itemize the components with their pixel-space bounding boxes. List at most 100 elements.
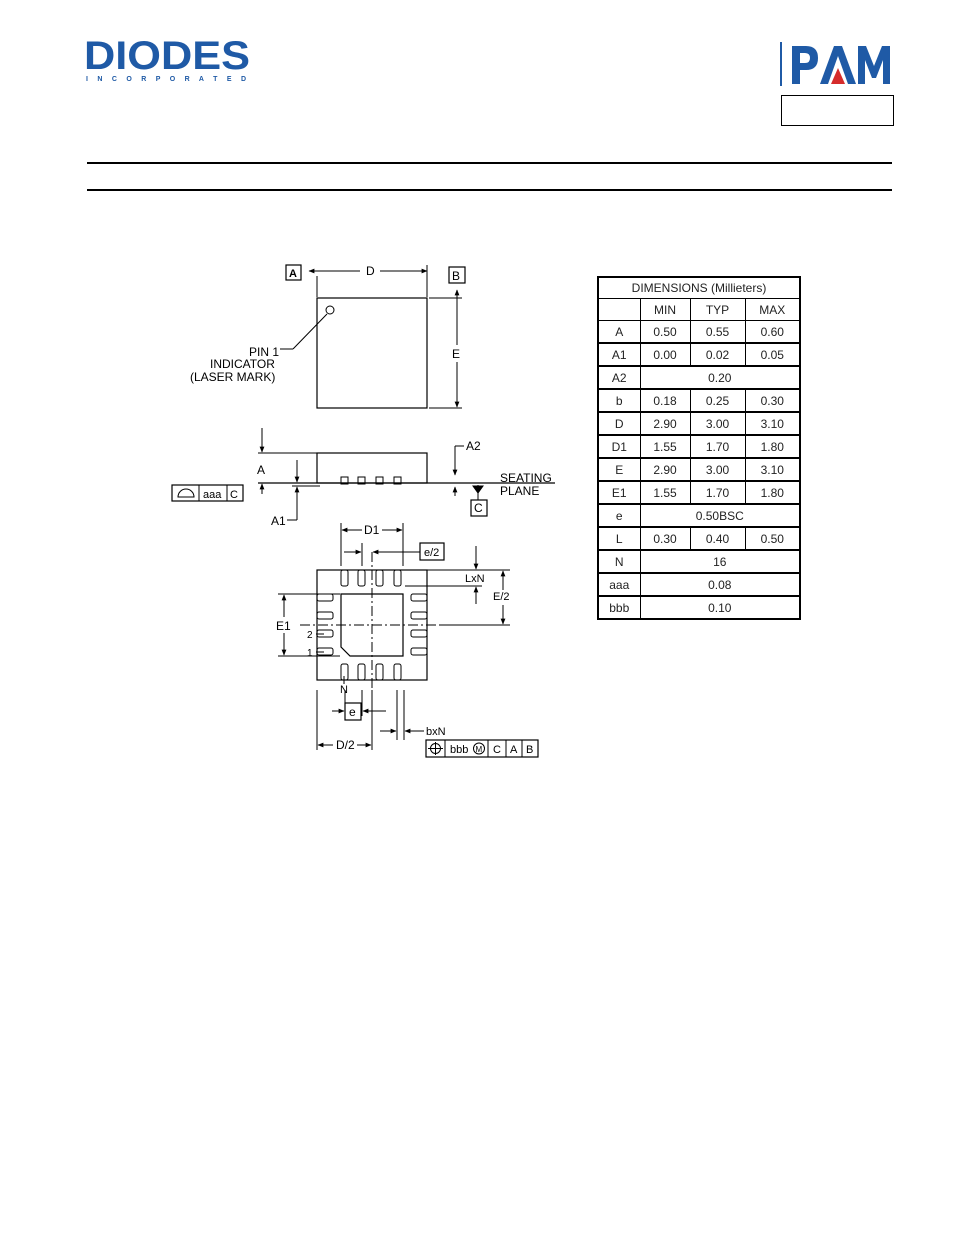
table-cell-value: 0.50BSC xyxy=(639,503,801,528)
dim-e-label: E xyxy=(452,347,460,361)
fcf-bbb-frame xyxy=(425,739,539,758)
table-cell-typ: 3.00 xyxy=(689,457,746,482)
datum-c-box xyxy=(470,499,488,517)
table-cell-min: 0.18 xyxy=(639,388,691,413)
e-pitch-box xyxy=(344,702,362,721)
table-cell-symbol: b xyxy=(597,388,641,413)
datum-b-label: B xyxy=(452,269,460,283)
datum-a-box xyxy=(285,264,302,281)
pin1-indicator-circle xyxy=(325,305,335,315)
table-cell-symbol: L xyxy=(597,526,641,551)
dim-a-label: A xyxy=(257,463,265,477)
dim-e-half-label: e/2 xyxy=(424,547,439,559)
table-cell-typ: 0.02 xyxy=(689,342,746,367)
table-cell-min: 0.30 xyxy=(639,526,691,551)
table-cell-min: 0.50 xyxy=(639,320,691,344)
table-cell-symbol: D1 xyxy=(597,434,641,459)
header-rule-top xyxy=(87,162,892,164)
table-header-symbol xyxy=(597,298,641,321)
pin-2-label: 2 xyxy=(307,630,313,641)
seating-plane-line1: SEATING xyxy=(500,471,552,485)
pin1-text-line2: INDICATOR xyxy=(210,357,275,371)
table-cell-max: 3.10 xyxy=(744,411,801,436)
table-cell-typ: 0.40 xyxy=(689,526,746,551)
table-cell-symbol: e xyxy=(597,503,641,528)
pin1-text-line3: (LASER MARK) xyxy=(190,370,275,384)
table-cell-max: 0.30 xyxy=(744,388,801,413)
table-cell-max: 1.80 xyxy=(744,434,801,459)
dim-bxn-label: bxN xyxy=(426,726,446,738)
dim-a1-label: A1 xyxy=(271,514,286,528)
diodes-logo: DIODES I N C O R P O R A T E D xyxy=(84,36,250,83)
exposed-pad xyxy=(340,593,404,657)
table-cell-symbol: D xyxy=(597,411,641,436)
dim-e1-label: E1 xyxy=(276,619,291,633)
diodes-logo-text: DIODES xyxy=(84,36,250,78)
table-cell-max: 3.10 xyxy=(744,457,801,482)
table-cell-max: 0.50 xyxy=(744,526,801,551)
table-cell-typ: 0.55 xyxy=(689,320,746,344)
fcf-aaa-frame xyxy=(171,484,244,502)
header-rule-bottom xyxy=(87,189,892,191)
e-half-box xyxy=(419,542,445,561)
table-cell-value: 0.08 xyxy=(639,572,801,597)
package-side-view xyxy=(316,452,428,484)
fcf-c-label: C xyxy=(493,744,501,756)
table-cell-symbol: E1 xyxy=(597,480,641,505)
table-cell-min: 1.55 xyxy=(639,480,691,505)
pam-logo xyxy=(780,42,890,86)
table-cell-symbol: bbb xyxy=(597,595,641,620)
table-cell-min: 1.55 xyxy=(639,434,691,459)
dim-e-half-big-label: E/2 xyxy=(493,591,510,603)
fcf-aaa-datum: C xyxy=(230,489,238,501)
table-cell-value: 0.10 xyxy=(639,595,801,620)
table-cell-typ: 1.70 xyxy=(689,434,746,459)
table-cell-min: 2.90 xyxy=(639,411,691,436)
table-cell-min: 2.90 xyxy=(639,457,691,482)
table-cell-value: 16 xyxy=(639,549,801,574)
table-cell-typ: 1.70 xyxy=(689,480,746,505)
dim-d-half-label: D/2 xyxy=(336,738,355,752)
datum-b-box xyxy=(448,266,466,284)
table-cell-typ: 0.25 xyxy=(689,388,746,413)
table-cell-symbol: A2 xyxy=(597,365,641,390)
table-cell-symbol: E xyxy=(597,457,641,482)
table-cell-max: 0.60 xyxy=(744,320,801,344)
seating-plane-line2: PLANE xyxy=(500,484,539,498)
table-cell-typ: 3.00 xyxy=(689,411,746,436)
table-cell-value: 0.20 xyxy=(639,365,801,390)
table-cell-symbol: aaa xyxy=(597,572,641,597)
table-cell-symbol: N xyxy=(597,549,641,574)
table-cell-max: 1.80 xyxy=(744,480,801,505)
fcf-a-label: A xyxy=(510,744,518,756)
datum-c-label: C xyxy=(474,501,483,515)
table-header-typ: TYP xyxy=(689,298,746,321)
pin1-text-line1: PIN 1 xyxy=(249,345,279,359)
table-cell-symbol: A xyxy=(597,320,641,344)
pin-1-label: 1 xyxy=(307,648,313,659)
fcf-b-label: B xyxy=(526,744,533,756)
table-cell-min: 0.00 xyxy=(639,342,691,367)
package-top-view xyxy=(316,297,428,409)
diodes-logo-subtext: I N C O R P O R A T E D xyxy=(86,76,246,83)
dim-d-label: D xyxy=(366,264,375,278)
fcf-aaa-label: aaa xyxy=(203,489,222,501)
table-header-max: MAX xyxy=(744,298,801,321)
part-number-box xyxy=(781,95,894,126)
dim-d1-label: D1 xyxy=(364,523,380,537)
dim-a2-label: A2 xyxy=(466,439,481,453)
fcf-m-label: M xyxy=(476,745,483,754)
